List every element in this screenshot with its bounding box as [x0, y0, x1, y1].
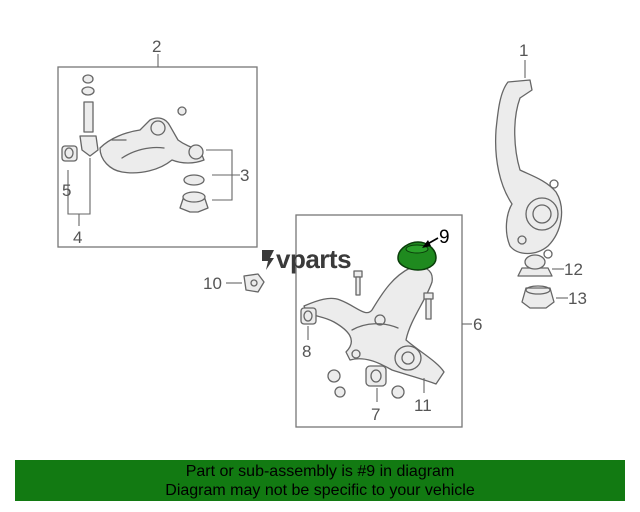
leader-4 [67, 158, 91, 226]
callout-10[interactable]: 10 [203, 274, 222, 293]
bushing-8[interactable] [300, 307, 317, 325]
callout-12[interactable]: 12 [564, 260, 583, 279]
watermark-mark-icon [262, 250, 274, 270]
callout-8[interactable]: 8 [302, 342, 311, 361]
info-banner: Part or sub-assembly is #9 in diagram Di… [15, 460, 625, 501]
small-nut[interactable] [177, 106, 187, 116]
callout-1[interactable]: 1 [519, 41, 528, 60]
watermark-logo: vparts [262, 244, 352, 274]
group-box-lower-arm [295, 214, 463, 428]
leader-3 [206, 149, 240, 201]
bushing-7[interactable] [365, 365, 387, 387]
callout-3[interactable]: 3 [240, 166, 249, 185]
nut-mid[interactable] [334, 386, 346, 398]
leader-9-arrow [422, 240, 431, 248]
bushing-9-top [405, 244, 429, 254]
nut-left[interactable] [327, 369, 341, 383]
bolt-left[interactable] [353, 270, 363, 296]
callout-9[interactable]: 9 [439, 227, 450, 248]
parts-diagram: 2 3 4 5 1 12 [57, 37, 587, 428]
callout-2[interactable]: 2 [152, 37, 161, 56]
bolt-right[interactable] [423, 292, 434, 320]
callout-13[interactable]: 13 [568, 289, 587, 308]
ball-joint-12[interactable] [517, 254, 553, 277]
highlighted-part-9[interactable] [397, 241, 437, 271]
bushing-5[interactable] [61, 145, 78, 162]
clip-10[interactable] [243, 273, 265, 293]
nut-right[interactable] [391, 385, 405, 399]
ball-stud[interactable] [79, 74, 99, 157]
banner-line-1: Part or sub-assembly is #9 in diagram [185, 463, 455, 480]
seal-13[interactable] [521, 285, 555, 309]
steering-knuckle[interactable] [494, 79, 563, 259]
callout-5[interactable]: 5 [62, 181, 71, 200]
banner-line-2: Diagram may not be specific to your vehi… [165, 482, 475, 499]
callout-6[interactable]: 6 [473, 315, 482, 334]
callout-7[interactable]: 7 [371, 405, 380, 424]
callout-11[interactable]: 11 [414, 396, 432, 415]
upper-control-arm[interactable] [99, 117, 205, 174]
watermark-text: vparts [276, 244, 351, 274]
callout-4[interactable]: 4 [73, 228, 82, 247]
bushing-3-stack[interactable] [179, 174, 209, 213]
lower-control-arm[interactable] [303, 266, 445, 385]
